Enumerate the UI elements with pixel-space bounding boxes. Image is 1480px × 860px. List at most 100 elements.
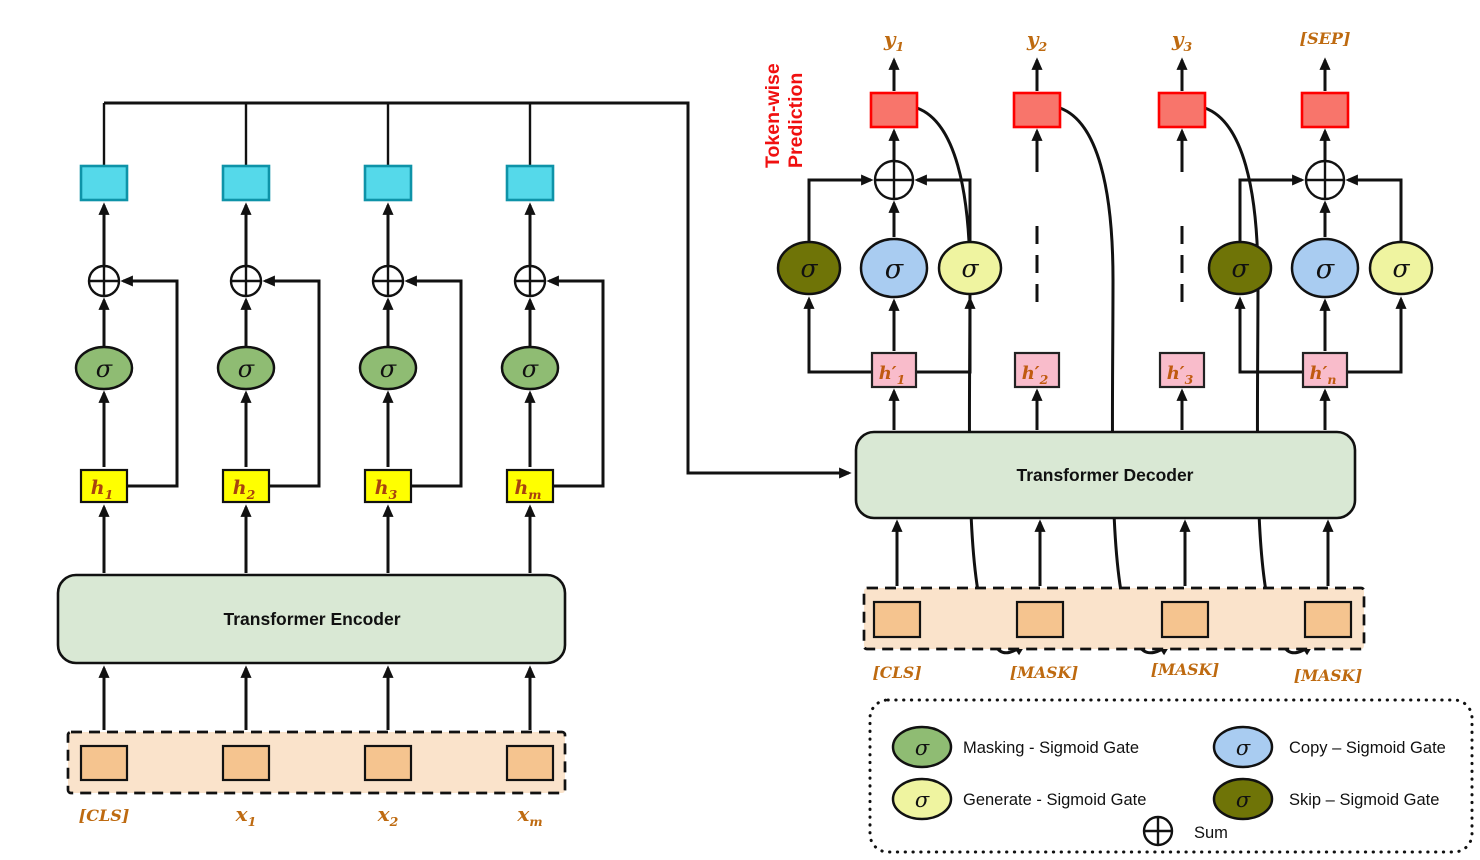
encoder-hidden-label: h2 — [233, 477, 256, 502]
decoder-hidden-box-3 — [1158, 351, 1206, 389]
decoder-column-2: y2 h′2 — [1012, 27, 1062, 586]
sigma-glyph: σ — [1231, 254, 1249, 283]
sigma-glyph: σ — [885, 254, 905, 285]
encoder-output-box-2 — [221, 164, 271, 202]
input-label-cls: [CLS] — [79, 806, 130, 825]
sum-icon — [1304, 159, 1346, 201]
decoder-input-row: [CLS] [MASK] [MASK] [MASK] — [862, 586, 1366, 685]
input-token-box — [1015, 600, 1065, 639]
prediction-box-3 — [1157, 91, 1207, 129]
generate-gate-to-sum — [1345, 174, 1403, 242]
input-token-box — [872, 600, 922, 639]
hidden-to-skip-gate — [803, 296, 872, 374]
decoder-column-3: y3 h′3 — [1157, 27, 1207, 586]
skip-connection — [404, 275, 463, 488]
encoder-output-box-4 — [505, 164, 555, 202]
sum-icon — [873, 159, 915, 201]
legend-skip-label: Skip – Sigmoid Gate — [1289, 791, 1439, 809]
encoder-hidden-label: h1 — [91, 477, 114, 502]
legend-container — [868, 698, 1474, 854]
hidden-to-generate-gate — [916, 296, 976, 374]
input-token-box — [1303, 600, 1353, 639]
output-label-y3: y3 — [1171, 27, 1193, 54]
decoder-hidden-label: h′2 — [1022, 363, 1049, 387]
sigma-glyph: σ — [915, 736, 930, 760]
sigma-glyph: σ — [522, 355, 539, 383]
encoder-input-row: [CLS] x1 x2 xm — [66, 730, 567, 829]
decoder-hidden-box-1 — [870, 351, 918, 389]
sigma-glyph: σ — [961, 254, 979, 283]
decoder-hidden-label: h′3 — [1167, 363, 1194, 387]
legend-copy-label: Copy – Sigmoid Gate — [1289, 739, 1446, 757]
svg-text:Prediction: Prediction — [785, 73, 807, 168]
skip-connection — [120, 275, 179, 488]
skip-gate-to-sum — [1238, 174, 1305, 242]
sigma-glyph: σ — [915, 788, 930, 812]
feedback-curve-3 — [1204, 106, 1315, 656]
encoder-output-box-3 — [363, 164, 413, 202]
encoder-block-label: Transformer Encoder — [224, 609, 401, 629]
decoder-block-label: Transformer Decoder — [1016, 465, 1193, 485]
encoder-column-1: σ h1 — [74, 103, 179, 730]
prediction-box-4 — [1300, 91, 1350, 129]
masking-gate-icon — [358, 345, 418, 391]
copy-gate-icon — [1290, 237, 1360, 299]
input-label-cls: [CLS] — [872, 663, 921, 682]
input-label-mask3: [MASK] — [1294, 666, 1363, 685]
output-label-sep: [SEP] — [1300, 29, 1351, 48]
decoder-column-4: [SEP] σ σ σ h′n — [1207, 29, 1434, 586]
input-token-box — [221, 744, 271, 782]
input-label-x2: x2 — [377, 802, 399, 829]
encoder-hidden-box-4 — [505, 468, 555, 504]
skip-connection — [546, 275, 605, 488]
input-token-box — [79, 744, 129, 782]
transformer-encoder-block: Transformer Encoder — [56, 573, 567, 665]
sigma-glyph: σ — [238, 355, 255, 383]
sigma-glyph: σ — [1316, 254, 1336, 285]
copy-gate-icon — [859, 237, 929, 299]
encoder-column-4: σ hm — [500, 103, 605, 730]
sum-icon — [513, 264, 547, 298]
sigma-glyph: σ — [800, 254, 818, 283]
encoder-column-2: σ h2 — [216, 103, 321, 730]
masking-gate-icon — [216, 345, 276, 391]
encoder-hidden-box-2 — [221, 468, 271, 504]
input-token-box — [363, 744, 413, 782]
sum-icon — [371, 264, 405, 298]
input-label-xm: xm — [516, 802, 542, 829]
encoder-output-box-1 — [79, 164, 129, 202]
svg-text:Token-wise: Token-wise — [762, 63, 784, 168]
legend-generate-gate-icon — [891, 777, 953, 821]
encoder-hidden-box-3 — [363, 468, 413, 504]
masking-gate-icon — [500, 345, 560, 391]
input-token-box — [1160, 600, 1210, 639]
feedback-curve-2 — [1059, 106, 1172, 656]
decoder-hidden-label: h′1 — [879, 363, 906, 387]
transformer-decoder-block: Transformer Decoder — [854, 430, 1357, 520]
encoder-hidden-label: h3 — [375, 477, 398, 502]
sigma-glyph: σ — [1236, 788, 1251, 812]
sum-icon — [87, 264, 121, 298]
legend-masking-label: Masking - Sigmoid Gate — [963, 739, 1139, 757]
encoder-column-3: σ h3 — [358, 103, 463, 730]
legend-sum-icon — [1142, 815, 1174, 847]
legend-masking-gate-icon — [891, 725, 953, 769]
output-label-y2: y2 — [1026, 27, 1048, 54]
generate-gate-to-sum — [914, 174, 972, 242]
token-wise-prediction-label: Token-wise Prediction — [762, 63, 807, 168]
legend: σ Masking - Sigmoid Gate σ Generate - Si… — [868, 698, 1474, 854]
hidden-to-generate-gate — [1347, 296, 1407, 374]
input-label-mask2: [MASK] — [1151, 660, 1220, 679]
legend-copy-gate-icon — [1212, 725, 1274, 769]
encoder-to-decoder-bus — [104, 101, 852, 479]
masking-gate-icon — [74, 345, 134, 391]
decoder-hidden-box-4 — [1301, 351, 1349, 389]
sigma-glyph: σ — [1392, 254, 1410, 283]
legend-skip-gate-icon — [1212, 777, 1274, 821]
sum-icon — [229, 264, 263, 298]
input-label-mask1: [MASK] — [1010, 663, 1079, 682]
prediction-box-2 — [1012, 91, 1062, 129]
legend-sum-label: Sum — [1194, 824, 1228, 842]
